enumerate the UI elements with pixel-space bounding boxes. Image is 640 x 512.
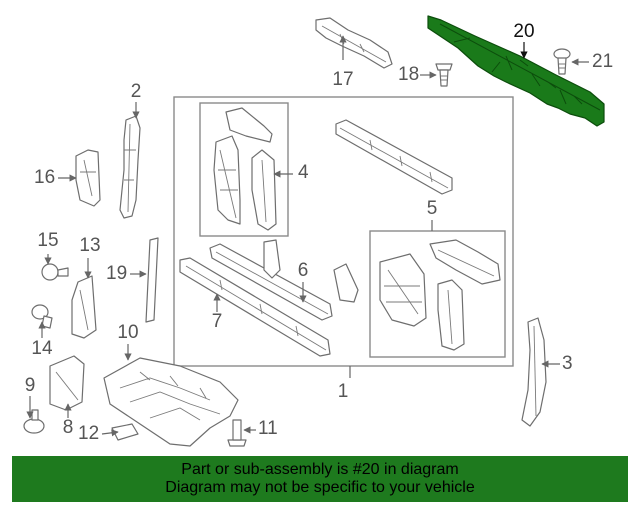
part-13-bracket	[71, 275, 97, 339]
banner-line-1: Part or sub-assembly is #20 in diagram	[181, 461, 459, 478]
callout-18: 18	[398, 64, 419, 85]
part-2-side-member	[119, 115, 141, 219]
subassembly-frame-5	[369, 230, 506, 358]
part-8-shield	[49, 355, 85, 411]
part-15-clip	[41, 263, 69, 281]
callout-16: 16	[34, 167, 55, 188]
part-17-bracket	[315, 17, 393, 69]
part-14-pin	[31, 304, 53, 329]
callout-14: 14	[31, 338, 53, 359]
part-6-lower-member	[209, 239, 359, 321]
callout-4: 4	[298, 162, 309, 183]
part-7-lower-tie-bar	[179, 257, 331, 357]
part-18-push-pin	[435, 63, 453, 87]
part-11-bolt	[227, 419, 247, 447]
part-16-bracket	[75, 149, 101, 207]
part-9-clip	[23, 409, 45, 434]
leader-lines	[26, 35, 589, 437]
callout-12: 12	[78, 423, 99, 444]
callout-3: 3	[562, 353, 573, 374]
callout-9: 9	[25, 375, 36, 396]
part-21-push-pin	[553, 48, 571, 75]
callout-5: 5	[427, 198, 438, 219]
center-upper-member	[335, 119, 453, 195]
callout-15: 15	[37, 230, 58, 251]
callout-7: 7	[212, 311, 223, 332]
part-10-underbody-shield	[103, 357, 239, 447]
banner-line-2: Diagram may not be specific to your vehi…	[165, 479, 475, 496]
callout-labels: 1 2 3 4 5 6 7 8 9 10 11 12 13 14 15 16 1…	[25, 21, 613, 444]
callout-19: 19	[106, 263, 127, 284]
callout-11: 11	[258, 418, 278, 439]
part-3-bracket	[521, 317, 547, 427]
callout-6: 6	[298, 260, 309, 281]
part-4-panels	[213, 107, 277, 231]
info-banner: Part or sub-assembly is #20 in diagram D…	[12, 456, 628, 502]
callout-13: 13	[79, 235, 100, 256]
callout-21: 21	[592, 51, 613, 72]
callout-17: 17	[332, 69, 353, 90]
subassembly-frame-4	[199, 102, 289, 237]
callout-2: 2	[131, 81, 142, 102]
callout-1: 1	[338, 381, 349, 402]
assembly-frame-1	[173, 96, 514, 367]
part-19-strip	[145, 237, 159, 323]
callout-20: 20	[513, 21, 534, 42]
callout-8: 8	[63, 417, 74, 438]
callout-10: 10	[117, 322, 138, 343]
part-20-upper-tie-bar[interactable]	[427, 15, 605, 127]
part-5-panels	[379, 239, 501, 351]
